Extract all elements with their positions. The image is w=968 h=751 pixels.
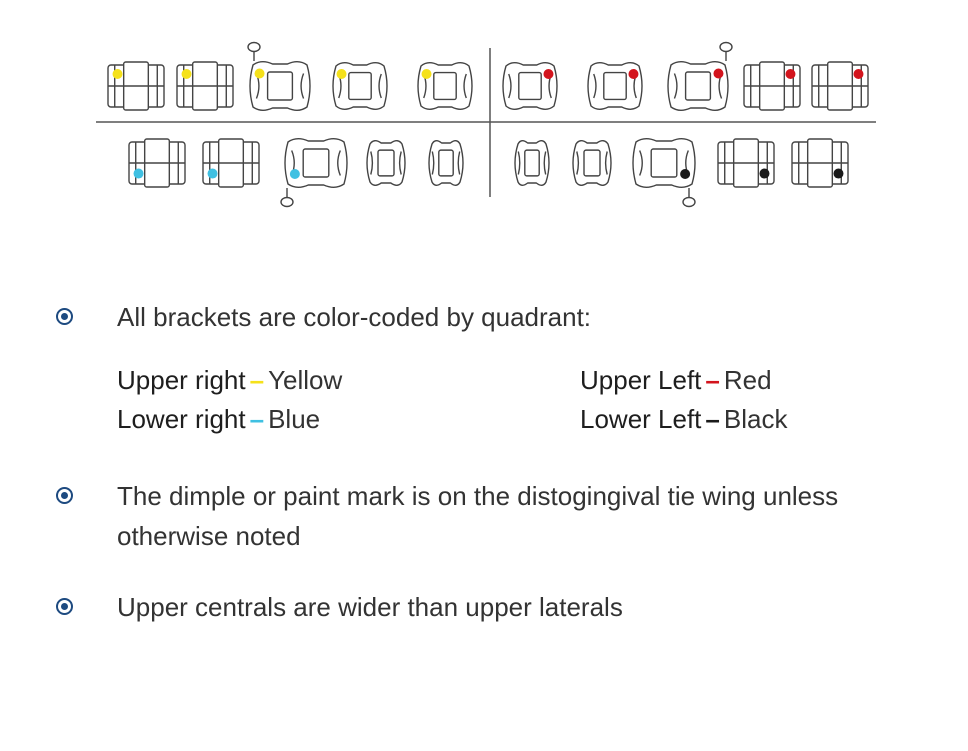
- paint-mark-black: [833, 168, 844, 179]
- paint-mark-blue: [289, 169, 300, 179]
- upper-left-premolar-1-bracket: [587, 62, 643, 110]
- upper-left-molar-2-bracket: [811, 61, 869, 111]
- paint-mark-black: [759, 168, 770, 179]
- upper-right-premolar-1-bracket: [332, 62, 388, 110]
- paint-mark-red: [628, 69, 639, 79]
- paint-mark-black: [680, 169, 691, 179]
- paint-mark-yellow: [112, 69, 123, 79]
- bullet-text: Upper centrals are wider than upper late…: [117, 592, 623, 622]
- legend-color-blue: Blue: [268, 404, 321, 434]
- paint-mark-red: [713, 68, 724, 79]
- paint-mark-red: [785, 69, 796, 79]
- upper-right-canine-bracket: [417, 62, 473, 110]
- upper-right-molar-1-bracket: [176, 61, 234, 111]
- legend-dash-yellow: –: [249, 365, 265, 395]
- paint-mark-yellow: [336, 69, 347, 79]
- legend-upper-right: Upper right–Yellow: [117, 360, 342, 400]
- lower-right-canine-bracket: [428, 140, 464, 186]
- upper-left-premolar-2-bracket: [667, 41, 733, 111]
- legend-quadrant-lower-left: Lower Left: [580, 404, 702, 434]
- legend-color-red: Red: [723, 365, 772, 395]
- paint-mark-blue: [133, 168, 144, 179]
- lower-right-premolar-1-bracket: [366, 140, 406, 186]
- bracket-diagram: [96, 41, 876, 208]
- lower-right-molar-1-bracket: [202, 138, 260, 188]
- legend-color-black: Black: [723, 404, 788, 434]
- legend-color-yellow: Yellow: [268, 365, 343, 395]
- legend-lower-right: Lower right–Blue: [117, 399, 320, 439]
- lower-left-premolar-1-bracket: [572, 140, 612, 186]
- legend-quadrant-upper-left: Upper Left: [580, 365, 702, 395]
- lower-left-molar-1-bracket: [717, 138, 775, 188]
- upper-right-premolar-2-bracket: [247, 41, 311, 111]
- paint-mark-red: [853, 69, 864, 79]
- upper-right-molar-2-bracket: [107, 61, 165, 111]
- lower-right-premolar-2-bracket: [280, 138, 348, 208]
- legend-dash-red: –: [705, 365, 720, 395]
- legend-quadrant-lower-right: Lower right: [117, 404, 246, 434]
- paint-mark-yellow: [181, 69, 192, 79]
- legend-quadrant-upper-right: Upper right: [117, 365, 246, 395]
- legend-upper-left: Upper Left–Red: [580, 360, 772, 400]
- bullet-icon: [56, 487, 73, 504]
- legend-dash-black: –: [705, 404, 720, 434]
- bullet-icon: [56, 598, 73, 615]
- paint-mark-blue: [207, 168, 218, 179]
- lower-left-canine-bracket: [514, 140, 550, 186]
- lower-left-premolar-2-bracket: [632, 138, 696, 208]
- legend-dash-blue: –: [249, 404, 265, 434]
- legend-lower-left: Lower Left–Black: [580, 399, 787, 439]
- paint-mark-red: [543, 69, 554, 79]
- bullet-text: The dimple or paint mark is on the disto…: [117, 481, 839, 551]
- bullet-icon: [56, 308, 73, 325]
- lower-right-molar-2-bracket: [128, 138, 186, 188]
- paint-mark-yellow: [254, 68, 265, 79]
- upper-left-molar-1-bracket: [743, 61, 801, 111]
- upper-left-canine-bracket: [502, 62, 558, 110]
- paint-mark-yellow: [421, 69, 432, 79]
- bullet-text: All brackets are color-coded by quadrant…: [117, 302, 592, 332]
- lower-left-molar-2-bracket: [791, 138, 849, 188]
